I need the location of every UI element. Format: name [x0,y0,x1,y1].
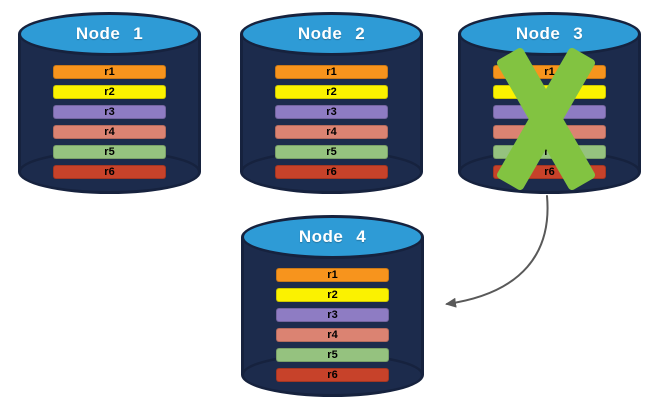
replica-bar-r3: r3 [276,308,389,322]
replica-bar-r6: r6 [276,368,389,382]
node-2-cylinder: r1 r2 r3 r4 r5 r6 Node 2 [240,12,423,194]
replica-bar-r4: r4 [276,328,389,342]
node-1-label: Node 1 [75,24,144,43]
replica-bar-r6: r6 [275,165,388,179]
node-4-cylinder-top: Node 4 [241,215,424,259]
node-2-label: Node 2 [297,24,366,43]
replica-bar-r4: r4 [53,125,166,139]
node-4-label: Node 4 [298,227,367,246]
node-2-cylinder-top: Node 2 [240,12,423,56]
replica-bar-r2: r2 [276,288,389,302]
node-3-cylinder-top: Node 3 [458,12,641,56]
replica-bar-r5: r5 [53,145,166,159]
node-2-replica-stack: r1 r2 r3 r4 r5 r6 [275,65,388,185]
replica-bar-r1: r1 [275,65,388,79]
node-1-cylinder-top: Node 1 [18,12,201,56]
replica-bar-r3: r3 [53,105,166,119]
node-4-replica-stack: r1 r2 r3 r4 r5 r6 [276,268,389,388]
replica-bar-r5: r5 [276,348,389,362]
node-1-replica-stack: r1 r2 r3 r4 r5 r6 [53,65,166,185]
replica-bar-r1: r1 [53,65,166,79]
node-3-label: Node 3 [515,24,584,43]
replica-bar-r6: r6 [53,165,166,179]
replica-bar-r1: r1 [276,268,389,282]
replica-bar-r3: r3 [275,105,388,119]
node-4-cylinder: r1 r2 r3 r4 r5 r6 Node 4 [241,215,424,397]
replica-bar-r2: r2 [53,85,166,99]
replica-bar-r5: r5 [275,145,388,159]
node-failure-x-icon [495,44,597,194]
replica-bar-r4: r4 [275,125,388,139]
replica-bar-r2: r2 [275,85,388,99]
node-1-cylinder: r1 r2 r3 r4 r5 r6 Node 1 [18,12,201,194]
